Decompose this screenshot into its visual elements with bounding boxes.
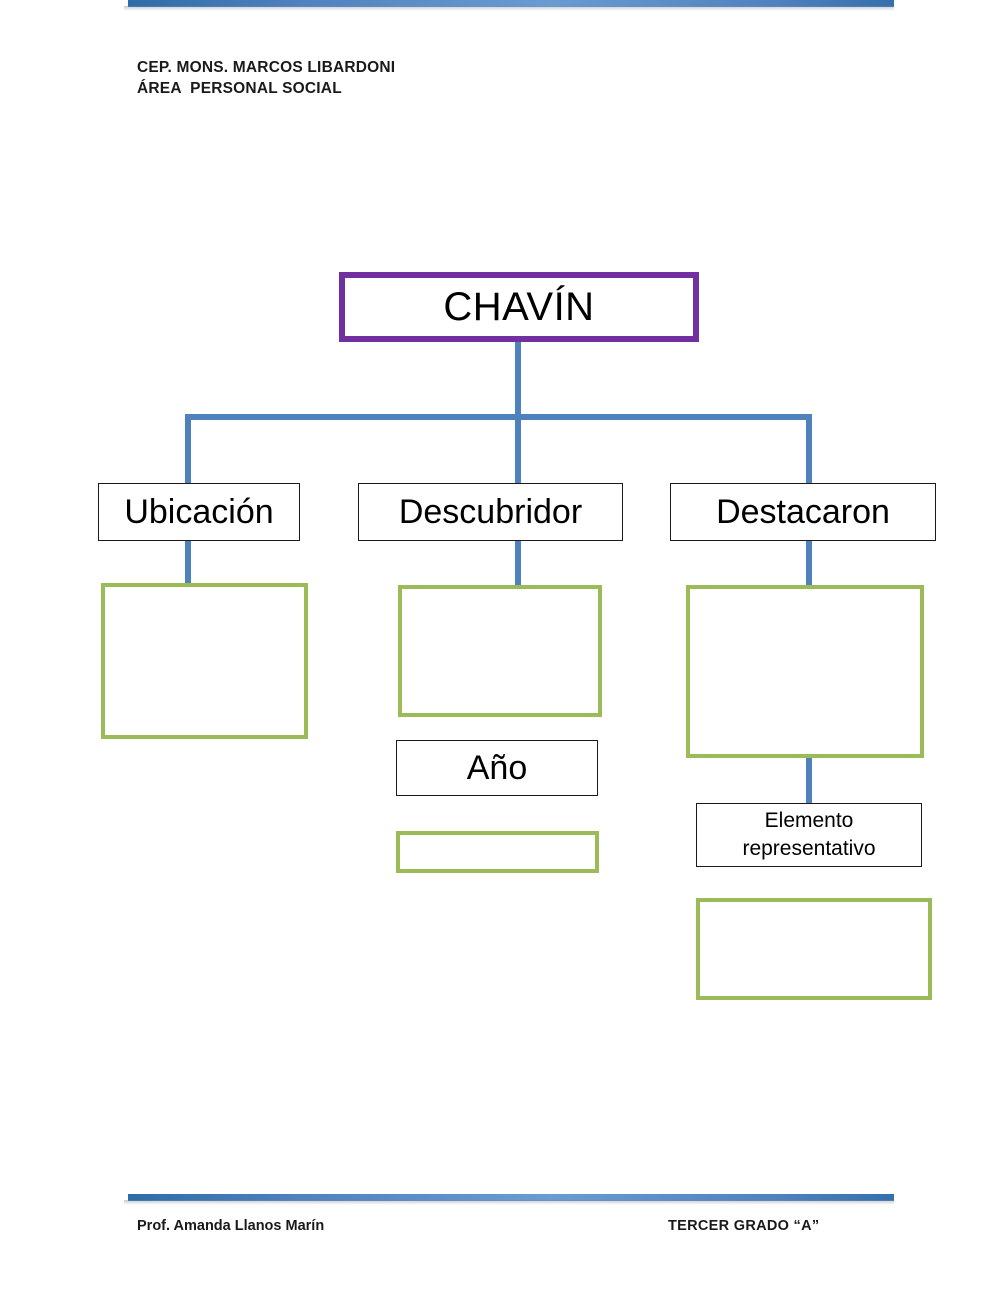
- connector-destacaron-to-elemento: [806, 758, 812, 805]
- node-ubicacion[interactable]: Ubicación: [98, 483, 300, 541]
- node-chavin[interactable]: CHAVÍN: [339, 272, 699, 342]
- node-elemento-representativo[interactable]: Elemento representativo: [696, 803, 922, 867]
- teacher-name: Prof. Amanda Llanos Marín: [137, 1218, 325, 1234]
- answer-box-destacaron[interactable]: [686, 585, 924, 758]
- header-divider: [124, 0, 894, 12]
- answer-box-descubridor[interactable]: [398, 585, 602, 717]
- school-name: CEP. MONS. MARCOS LIBARDONI: [137, 59, 396, 76]
- node-ubicacion-label: Ubicación: [124, 492, 274, 531]
- footer-divider: [124, 1194, 894, 1206]
- node-ano[interactable]: Año: [396, 740, 598, 796]
- answer-box-ubicacion[interactable]: [101, 583, 308, 739]
- answer-box-ano[interactable]: [396, 831, 599, 873]
- node-destacaron[interactable]: Destacaron: [670, 483, 936, 541]
- footer-divider-bar: [128, 1194, 894, 1201]
- node-destacaron-label: Destacaron: [716, 492, 890, 531]
- subject-area: ÁREA PERSONAL SOCIAL: [137, 80, 342, 97]
- node-descubridor-label: Descubridor: [398, 492, 583, 531]
- node-chavin-label: CHAVÍN: [443, 284, 595, 329]
- node-descubridor[interactable]: Descubridor: [358, 483, 623, 541]
- header-divider-bar: [128, 0, 894, 7]
- page-footer: Prof. Amanda Llanos Marín TERCER GRADO “…: [0, 1180, 1000, 1260]
- page-header: CEP. MONS. MARCOS LIBARDONI ÁREA PERSONA…: [0, 0, 1000, 120]
- connector-root-stem: [515, 341, 521, 417]
- node-elemento-representativo-line2: representativo: [742, 837, 876, 860]
- connector-horizontal-bar: [185, 414, 812, 420]
- grade-label: TERCER GRADO “A”: [668, 1218, 820, 1234]
- header-divider-shadow: [124, 6, 894, 11]
- footer-divider-shadow: [124, 1200, 894, 1205]
- node-elemento-representativo-line1: Elemento: [764, 808, 854, 832]
- answer-box-elemento[interactable]: [696, 898, 932, 1000]
- node-ano-label: Año: [466, 748, 528, 787]
